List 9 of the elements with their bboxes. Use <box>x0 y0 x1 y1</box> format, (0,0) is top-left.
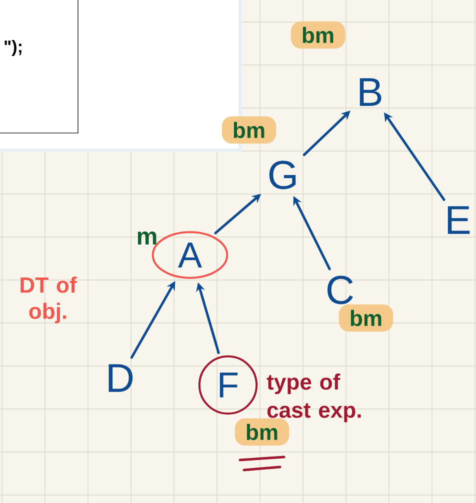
letter: E <box>448 206 470 234</box>
highlighted-note: bm <box>234 418 290 472</box>
circled-letter: F <box>198 355 258 415</box>
letter: C <box>328 276 353 304</box>
letter: B <box>360 78 382 106</box>
letter: D <box>108 364 133 392</box>
note: DT of obj. <box>20 276 77 324</box>
code-snippet: "); <box>0 0 78 134</box>
letter: G <box>269 160 296 190</box>
